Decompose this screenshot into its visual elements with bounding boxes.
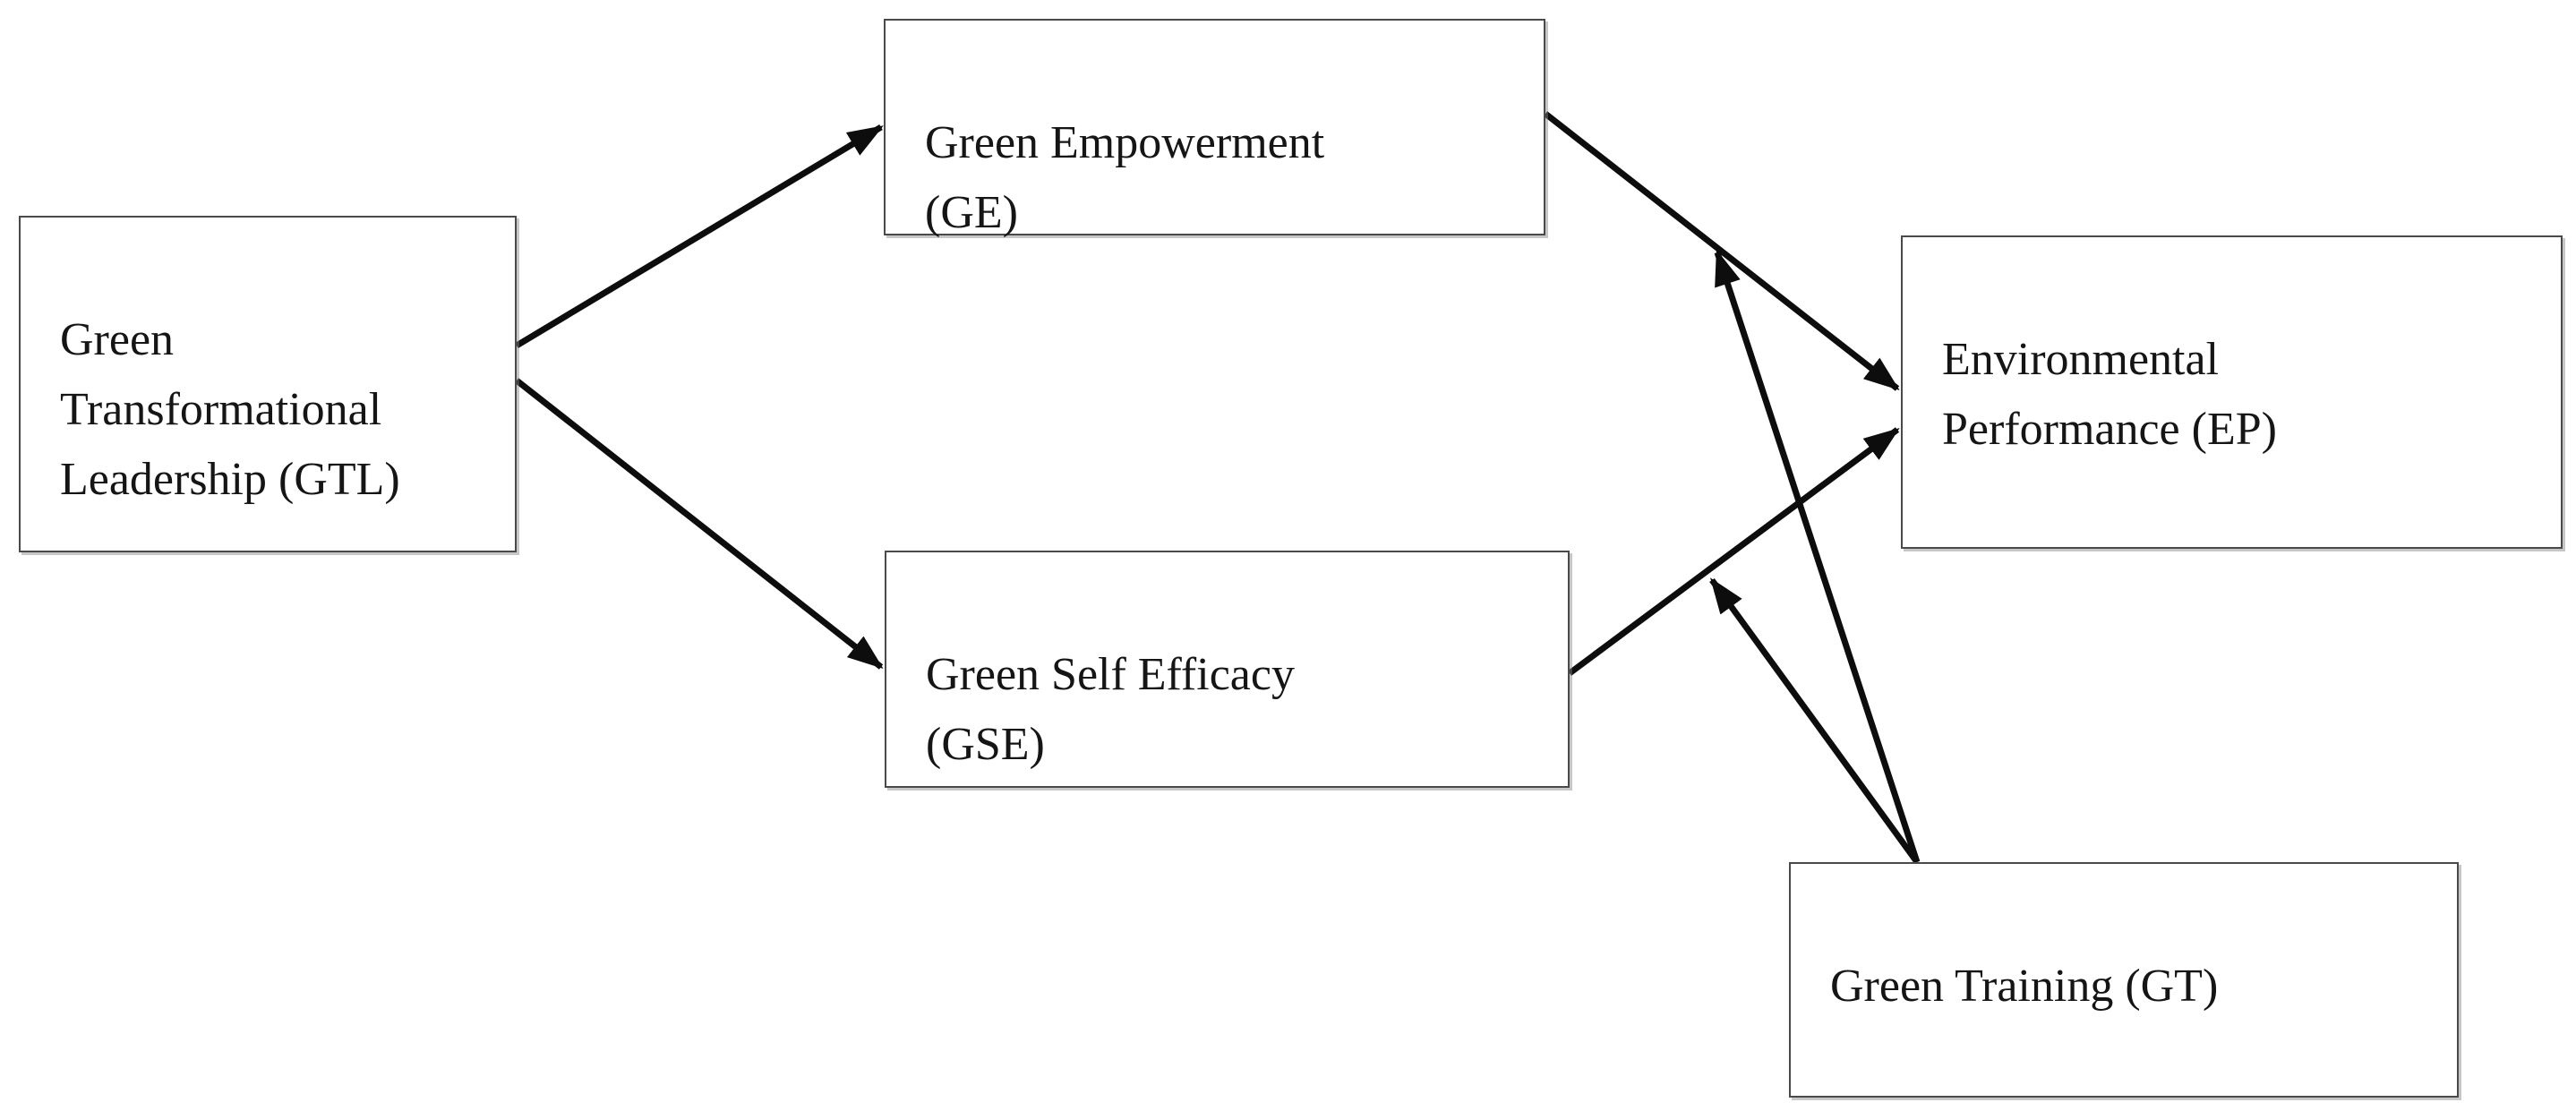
node-label-ep: Environmental Performance (EP) <box>1942 334 2277 455</box>
node-green-empowerment: Green Empowerment (GE) <box>884 19 1545 238</box>
arrow-gt-to-gse-ep-path <box>1709 577 1920 865</box>
node-environmental-performance: Environmental Performance (EP) <box>1901 235 2563 549</box>
arrow-gse-to-ep <box>1567 427 1900 676</box>
node-green-self-efficacy: Green Self Efficacy (GSE) <box>885 551 1570 788</box>
node-label-gtl: Green Transformational Leadership (GTL) <box>60 314 400 505</box>
node-label-ge: Green Empowerment (GE) <box>925 117 1325 238</box>
node-green-training: Green Training (GT) <box>1789 862 2459 1098</box>
node-label-gse: Green Self Efficacy (GSE) <box>926 649 1295 770</box>
node-label-gt: Green Training (GT) <box>1830 961 2219 1012</box>
arrow-gtl-to-gse <box>514 378 884 670</box>
node-green-transformational-leadership: Green Transformational Leadership (GTL) <box>19 216 517 552</box>
arrow-gtl-to-ge <box>515 124 884 349</box>
arrow-gt-to-ge-ep-path <box>1714 249 1921 864</box>
arrow-ge-to-ep <box>1543 111 1900 391</box>
